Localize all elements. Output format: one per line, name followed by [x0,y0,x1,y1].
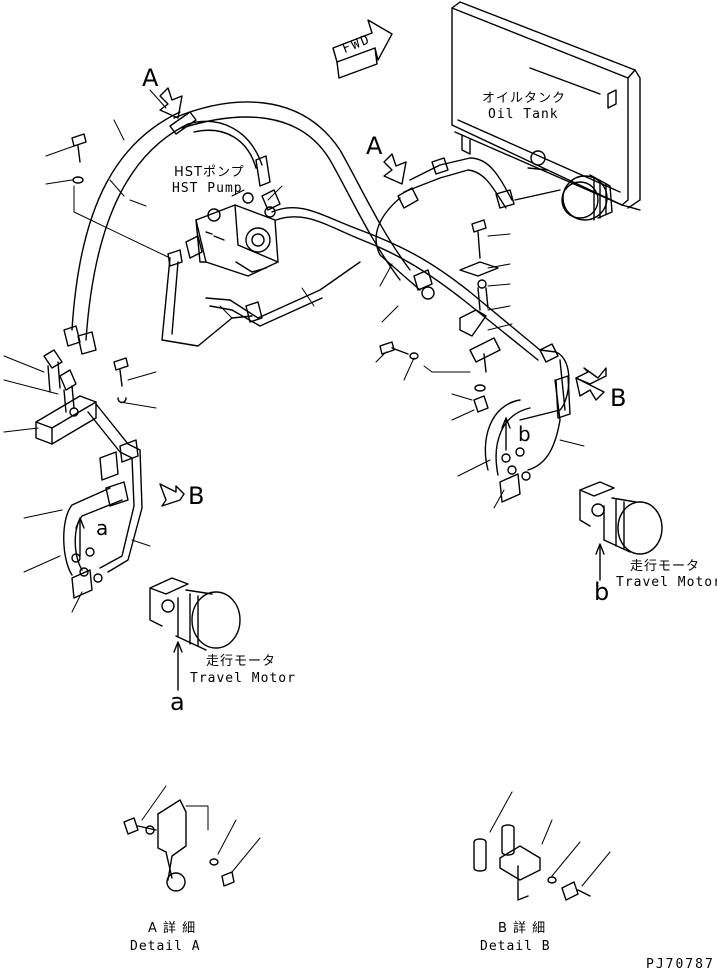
travel-motor-b [579,481,663,555]
detail-b-jp-label: B 詳 細 [498,921,547,936]
oil-tank [451,1,641,221]
hst-pump [185,192,279,277]
travel-motor-b-en-label: Travel Motor [616,575,717,590]
detail-b-drawing [473,791,611,901]
loose-bolts [71,133,487,404]
travel-motor-a-en-label: Travel Motor [190,671,296,686]
drawing-code: PJ70787 [646,957,715,972]
hst-pump-jp-label: HSTポンプ [174,165,245,180]
view-label-b-left: B [188,482,205,510]
view-label-a-right: A [366,132,383,160]
view-arrow-a-right [383,153,407,185]
ref-label-b: b [594,578,610,606]
motor-fittings-a [71,547,103,599]
ref-arrows [75,417,605,691]
oil-tank-jp-label: オイルタンク [482,91,567,106]
view-arrow-b-left [159,483,185,507]
oil-tank-en-label: Oil Tank [488,107,559,122]
travel-motor-a [149,577,241,651]
hoses [63,101,570,576]
ref-label-b-small: b [518,422,531,446]
clamp-brackets [99,261,501,507]
detail-a-drawing [123,785,261,892]
ref-label-a-small: a [96,516,109,540]
detail-a-en-label: Detail A [130,939,201,954]
motor-fittings-b [499,447,531,503]
fwd-arrow [332,19,393,79]
leader-lines [3,119,585,613]
view-label-a-top: A [142,64,159,92]
detail-a-jp-label: A 詳 細 [148,921,197,936]
left-manifold [35,349,97,445]
view-arrow-b-right [575,367,607,401]
view-arrow-a-top [149,87,183,119]
view-label-b-right: B [610,384,627,412]
travel-motor-b-jp-label: 走行モータ [630,559,701,574]
travel-motor-a-jp-label: 走行モータ [206,654,277,669]
detail-b-en-label: Detail B [480,939,551,954]
ref-label-a: a [170,688,185,716]
fittings [63,111,571,463]
hst-pump-en-label: HST Pump [172,181,243,196]
